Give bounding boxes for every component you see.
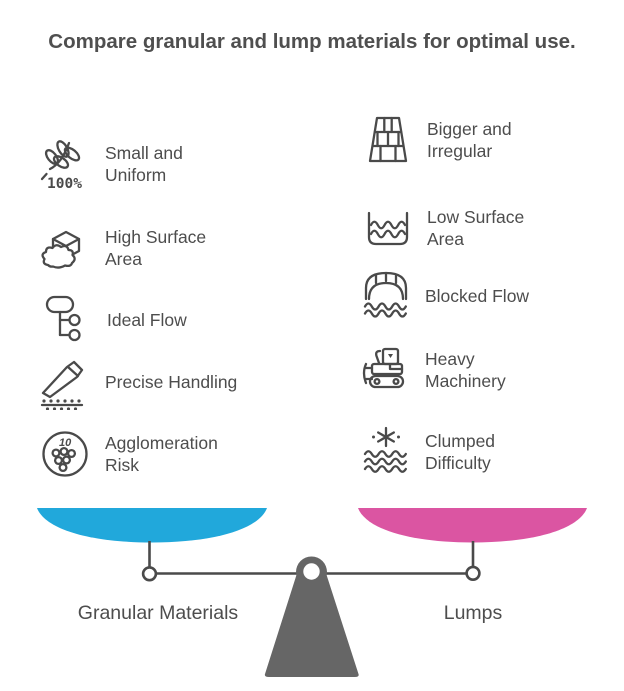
item-precise-handling: Precise Handling: [38, 354, 237, 410]
item-high-surface-area: High Surface Area: [38, 220, 225, 276]
agglomerate-count-text: 10: [59, 437, 72, 449]
item-label: High Surface Area: [105, 226, 207, 269]
item-label: Bigger and Irregular: [427, 118, 512, 161]
fulcrum: [264, 556, 359, 677]
item-agglomeration-risk: 10 Agglomeration Risk: [38, 426, 240, 482]
item-label: Heavy Machinery: [425, 348, 506, 391]
right-hanger-circle: [465, 565, 481, 581]
flowchart-icon: [45, 295, 81, 342]
item-label: Small and Uniform: [105, 142, 183, 185]
item-label: Low Surface Area: [427, 206, 525, 249]
item-low-surface-area: Low Surface Area: [360, 200, 547, 256]
item-bigger-irregular: Bigger and Irregular: [360, 112, 535, 168]
balance-beam: [141, 541, 481, 582]
item-clumped-difficulty: Clumped Difficulty: [358, 424, 537, 480]
item-heavy-machinery: Heavy Machinery: [358, 342, 537, 398]
dome-waves-icon: [363, 271, 408, 318]
item-label: Ideal Flow: [107, 309, 187, 330]
granular-materials-label: Granular Materials: [77, 602, 239, 624]
fulcrum-head: [296, 556, 327, 588]
knife-icon: [40, 360, 84, 410]
item-blocked-flow: Blocked Flow: [358, 268, 529, 324]
granular-pan: [37, 508, 267, 543]
item-ideal-flow: Ideal Flow: [40, 292, 187, 348]
item-label: Clumped Difficulty: [425, 430, 496, 473]
wheat-percent-text: 100%: [47, 176, 82, 192]
item-label: Blocked Flow: [425, 285, 530, 306]
item-label: Precise Handling: [105, 371, 238, 392]
snowflake-waves-icon: [363, 426, 407, 473]
item-small-uniform: 100% Small and Uniform: [38, 136, 210, 192]
fulcrum-body: [264, 567, 359, 677]
water-container-icon: [367, 211, 409, 246]
brick-wall-icon: [368, 116, 408, 163]
fulcrum-hole: [303, 563, 320, 580]
lumps-pan: [358, 508, 587, 543]
cube-cloud-icon: [41, 230, 81, 269]
left-hanger-circle: [141, 566, 158, 582]
wheat-grain-icon: 100%: [40, 140, 82, 192]
agglomerate-circle-icon: 10: [42, 431, 88, 477]
lumps-label: Lumps: [443, 602, 503, 624]
bulldozer-icon: [362, 347, 405, 389]
page-title: Compare granular and lump materials for …: [48, 30, 576, 53]
item-label: Agglomeration Risk: [105, 432, 218, 475]
